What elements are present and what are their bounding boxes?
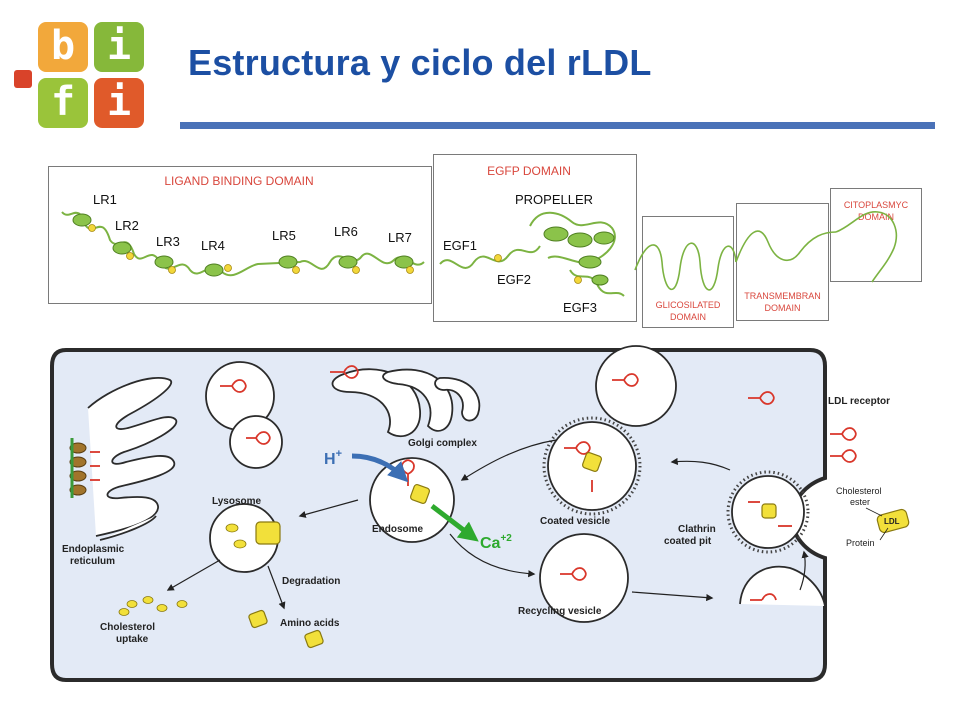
transmembrane-line2: DOMAIN (764, 303, 801, 313)
lysosome-label: Lysosome (212, 496, 262, 507)
cholesterol-ester-line1: Cholesterol (836, 486, 882, 496)
propeller-label: PROPELLER (515, 192, 594, 207)
endoplasmic-reticulum (87, 377, 178, 541)
golgi-label: Golgi complex (408, 438, 477, 449)
cytoplasmic-line2: DOMAIN (858, 212, 894, 222)
logo-tile-i-top: i (94, 22, 144, 72)
logo-accent-square (14, 70, 32, 88)
cholesterol-droplets (118, 523, 247, 616)
lr1-label: LR1 (93, 192, 117, 207)
h-plus-arrow (351, 453, 409, 483)
lr5-label: LR5 (272, 228, 296, 243)
calcium-ions-egf (494, 254, 582, 284)
ligand-binding-domain-title: LIGAND BINDING DOMAIN (164, 174, 314, 188)
calcium-base: Ca (480, 535, 501, 552)
logo-tile-f: f (38, 78, 88, 128)
glycosylated-line2: DOMAIN (670, 312, 706, 322)
glycosylated-line1: GLICOSILATED (655, 300, 721, 310)
coated-vesicle-label: Coated vesicle (540, 516, 610, 527)
lr2-label: LR2 (115, 218, 139, 233)
egf1-label: EGF1 (443, 238, 477, 253)
lr7-label: LR7 (388, 230, 412, 245)
ligand-binding-subdomains (72, 213, 414, 277)
golgi-complex (331, 368, 481, 438)
lr4-label: LR4 (201, 238, 225, 253)
logo-tile-i-bottom: i (94, 78, 144, 128)
propeller-blades (543, 226, 615, 286)
cytoplasmic-line1: CITOPLASMYC (843, 200, 909, 210)
cytoplasmic-domain-title: CITOPLASMYC DOMAIN (831, 199, 921, 223)
egfp-ribbon (439, 211, 625, 297)
cycle-arrows (166, 439, 809, 610)
clathrin-pit-coat (726, 470, 810, 554)
er-label-line2: reticulum (70, 556, 115, 567)
calcium-release-arrow (430, 504, 479, 542)
degradation-label: Degradation (282, 576, 340, 587)
lr3-label: LR3 (156, 234, 180, 249)
ldl-label-leaders (865, 507, 889, 541)
glycosylated-domain-title: GLICOSILATED DOMAIN (643, 299, 733, 323)
calcium-superscript: +2 (500, 533, 512, 544)
protein-label: Protein (846, 538, 875, 548)
lr6-label: LR6 (334, 224, 358, 239)
ribosomes (69, 442, 87, 496)
amino-acids-label: Amino acids (280, 618, 340, 629)
h-plus-superscript: + (336, 448, 342, 460)
title-underline (180, 122, 935, 129)
h-plus-label: H+ (324, 448, 342, 468)
ldl-receptors (90, 365, 857, 601)
cytoplasmic-domain-box: CITOPLASMYC DOMAIN (830, 188, 922, 282)
endosome-label: Endosome (372, 524, 424, 535)
cholesterol-uptake-line2: uptake (116, 634, 149, 645)
clathrin-label-line1: Clathrin (678, 524, 716, 535)
transmembrane-domain-title: TRANSMEMBRAN DOMAIN (737, 290, 828, 314)
cholesterol-ester-line2: ester (850, 497, 870, 507)
clathrin-label-line2: coated pit (664, 536, 712, 547)
calcium-ions-ligand (88, 224, 414, 274)
transmembrane-domain-box: TRANSMEMBRAN DOMAIN (736, 203, 829, 321)
cholesterol-uptake-line1: Cholesterol (100, 622, 155, 633)
egf3-label: EGF3 (563, 300, 597, 315)
bifi-logo: b i f i (14, 20, 149, 132)
cytoplasmic-chain (835, 211, 898, 283)
recycling-vesicle-label: Recycling vesicle (518, 606, 602, 617)
transmembrane-line1: TRANSMEMBRAN (744, 291, 821, 301)
logo-tile-b: b (38, 22, 88, 72)
transmembrane-chain (735, 230, 837, 263)
calcium-label: Ca+2 (480, 533, 512, 552)
egfp-domain-title: EGFP DOMAIN (487, 164, 571, 178)
egf2-label: EGF2 (497, 272, 531, 287)
ldl-particles (248, 451, 910, 649)
ldl-receptor-label: LDL receptor (828, 396, 890, 407)
ligand-binding-domain-box: LIGAND BINDING DOMAIN (48, 166, 432, 304)
er-label-line1: Endoplasmic (62, 544, 125, 555)
glycosylated-domain-box: GLICOSILATED DOMAIN (642, 216, 734, 328)
ldl-particle-label: LDL (884, 517, 900, 526)
glycosylated-chain (634, 242, 737, 291)
slide-title: Estructura y ciclo del rLDL (188, 42, 652, 83)
h-plus-base: H (324, 451, 336, 468)
coated-vesicle-coat (542, 416, 642, 516)
